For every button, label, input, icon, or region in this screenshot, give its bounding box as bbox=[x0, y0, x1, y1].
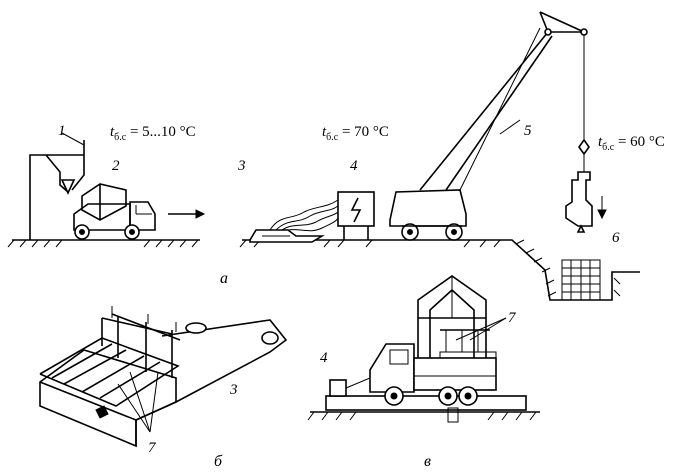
temperature-3: tб.с = 60 °C bbox=[598, 134, 665, 153]
label-1: 1 bbox=[58, 123, 66, 139]
label-7-v: 7 bbox=[508, 310, 517, 326]
transformer bbox=[337, 191, 375, 240]
caption-a: а bbox=[220, 270, 228, 287]
electric-cables bbox=[269, 199, 339, 232]
label-7-b: 7 bbox=[148, 440, 157, 456]
label-2: 2 bbox=[112, 158, 120, 174]
leader-lines-v bbox=[455, 317, 507, 341]
ground-line-v bbox=[307, 411, 540, 421]
leader-lines-b bbox=[117, 371, 159, 433]
temperature-1: tб.с = 5...10 °C bbox=[110, 124, 196, 143]
label-3: 3 bbox=[237, 158, 246, 174]
transformer-v bbox=[329, 377, 371, 397]
label-6: 6 bbox=[612, 230, 620, 246]
crawler-crane bbox=[389, 11, 590, 241]
ground-line-left bbox=[7, 239, 200, 248]
label-4-v: 4 bbox=[320, 350, 328, 366]
ground-line-right bbox=[239, 239, 640, 301]
temperature-2: tб.с = 70 °C bbox=[322, 124, 389, 143]
truck-mixer bbox=[73, 183, 156, 240]
concrete-hopper bbox=[29, 132, 85, 240]
label-3-b: 3 bbox=[229, 382, 238, 398]
direction-arrow bbox=[168, 209, 206, 219]
block-stack bbox=[561, 259, 601, 301]
formwork-frame bbox=[39, 306, 288, 448]
label-4: 4 bbox=[350, 158, 358, 174]
caption-v: в bbox=[424, 453, 431, 470]
heated-bucket bbox=[249, 229, 325, 243]
caption-b: б bbox=[214, 453, 223, 470]
hanging-bucket bbox=[565, 171, 607, 233]
label-5: 5 bbox=[524, 123, 532, 139]
truck-v bbox=[369, 343, 497, 423]
